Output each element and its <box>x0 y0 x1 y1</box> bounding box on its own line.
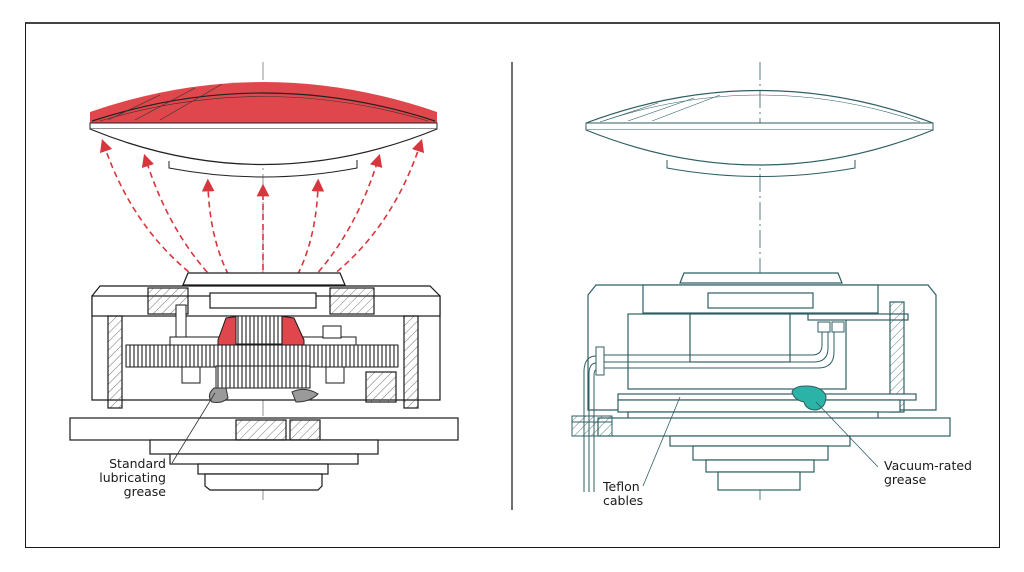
figure-frame <box>25 22 1000 548</box>
left-panel <box>69 62 459 500</box>
right-optic-lens <box>585 89 934 177</box>
teflon-cables <box>571 321 845 492</box>
teflon-cables-label: Teflon cables <box>603 479 644 508</box>
standard-grease-leader <box>171 392 216 464</box>
outgassing-arrow <box>289 153 383 301</box>
teflon-cables-leader <box>642 396 681 487</box>
outgassing-arrow <box>141 153 237 301</box>
right-housing <box>587 272 951 491</box>
vacuum-grease-label: Vacuum-rated grease <box>884 458 972 487</box>
right-panel <box>571 62 951 500</box>
standard-grease-label: Standard lubricating grease <box>99 456 166 499</box>
standard-grease-blob <box>208 387 229 403</box>
contaminated-lens-surface <box>90 82 437 123</box>
vacuum-grease-leader <box>815 401 879 468</box>
standard-grease-blob <box>291 388 319 403</box>
left-gear-train <box>125 304 399 403</box>
left-optic-lens <box>89 82 438 178</box>
